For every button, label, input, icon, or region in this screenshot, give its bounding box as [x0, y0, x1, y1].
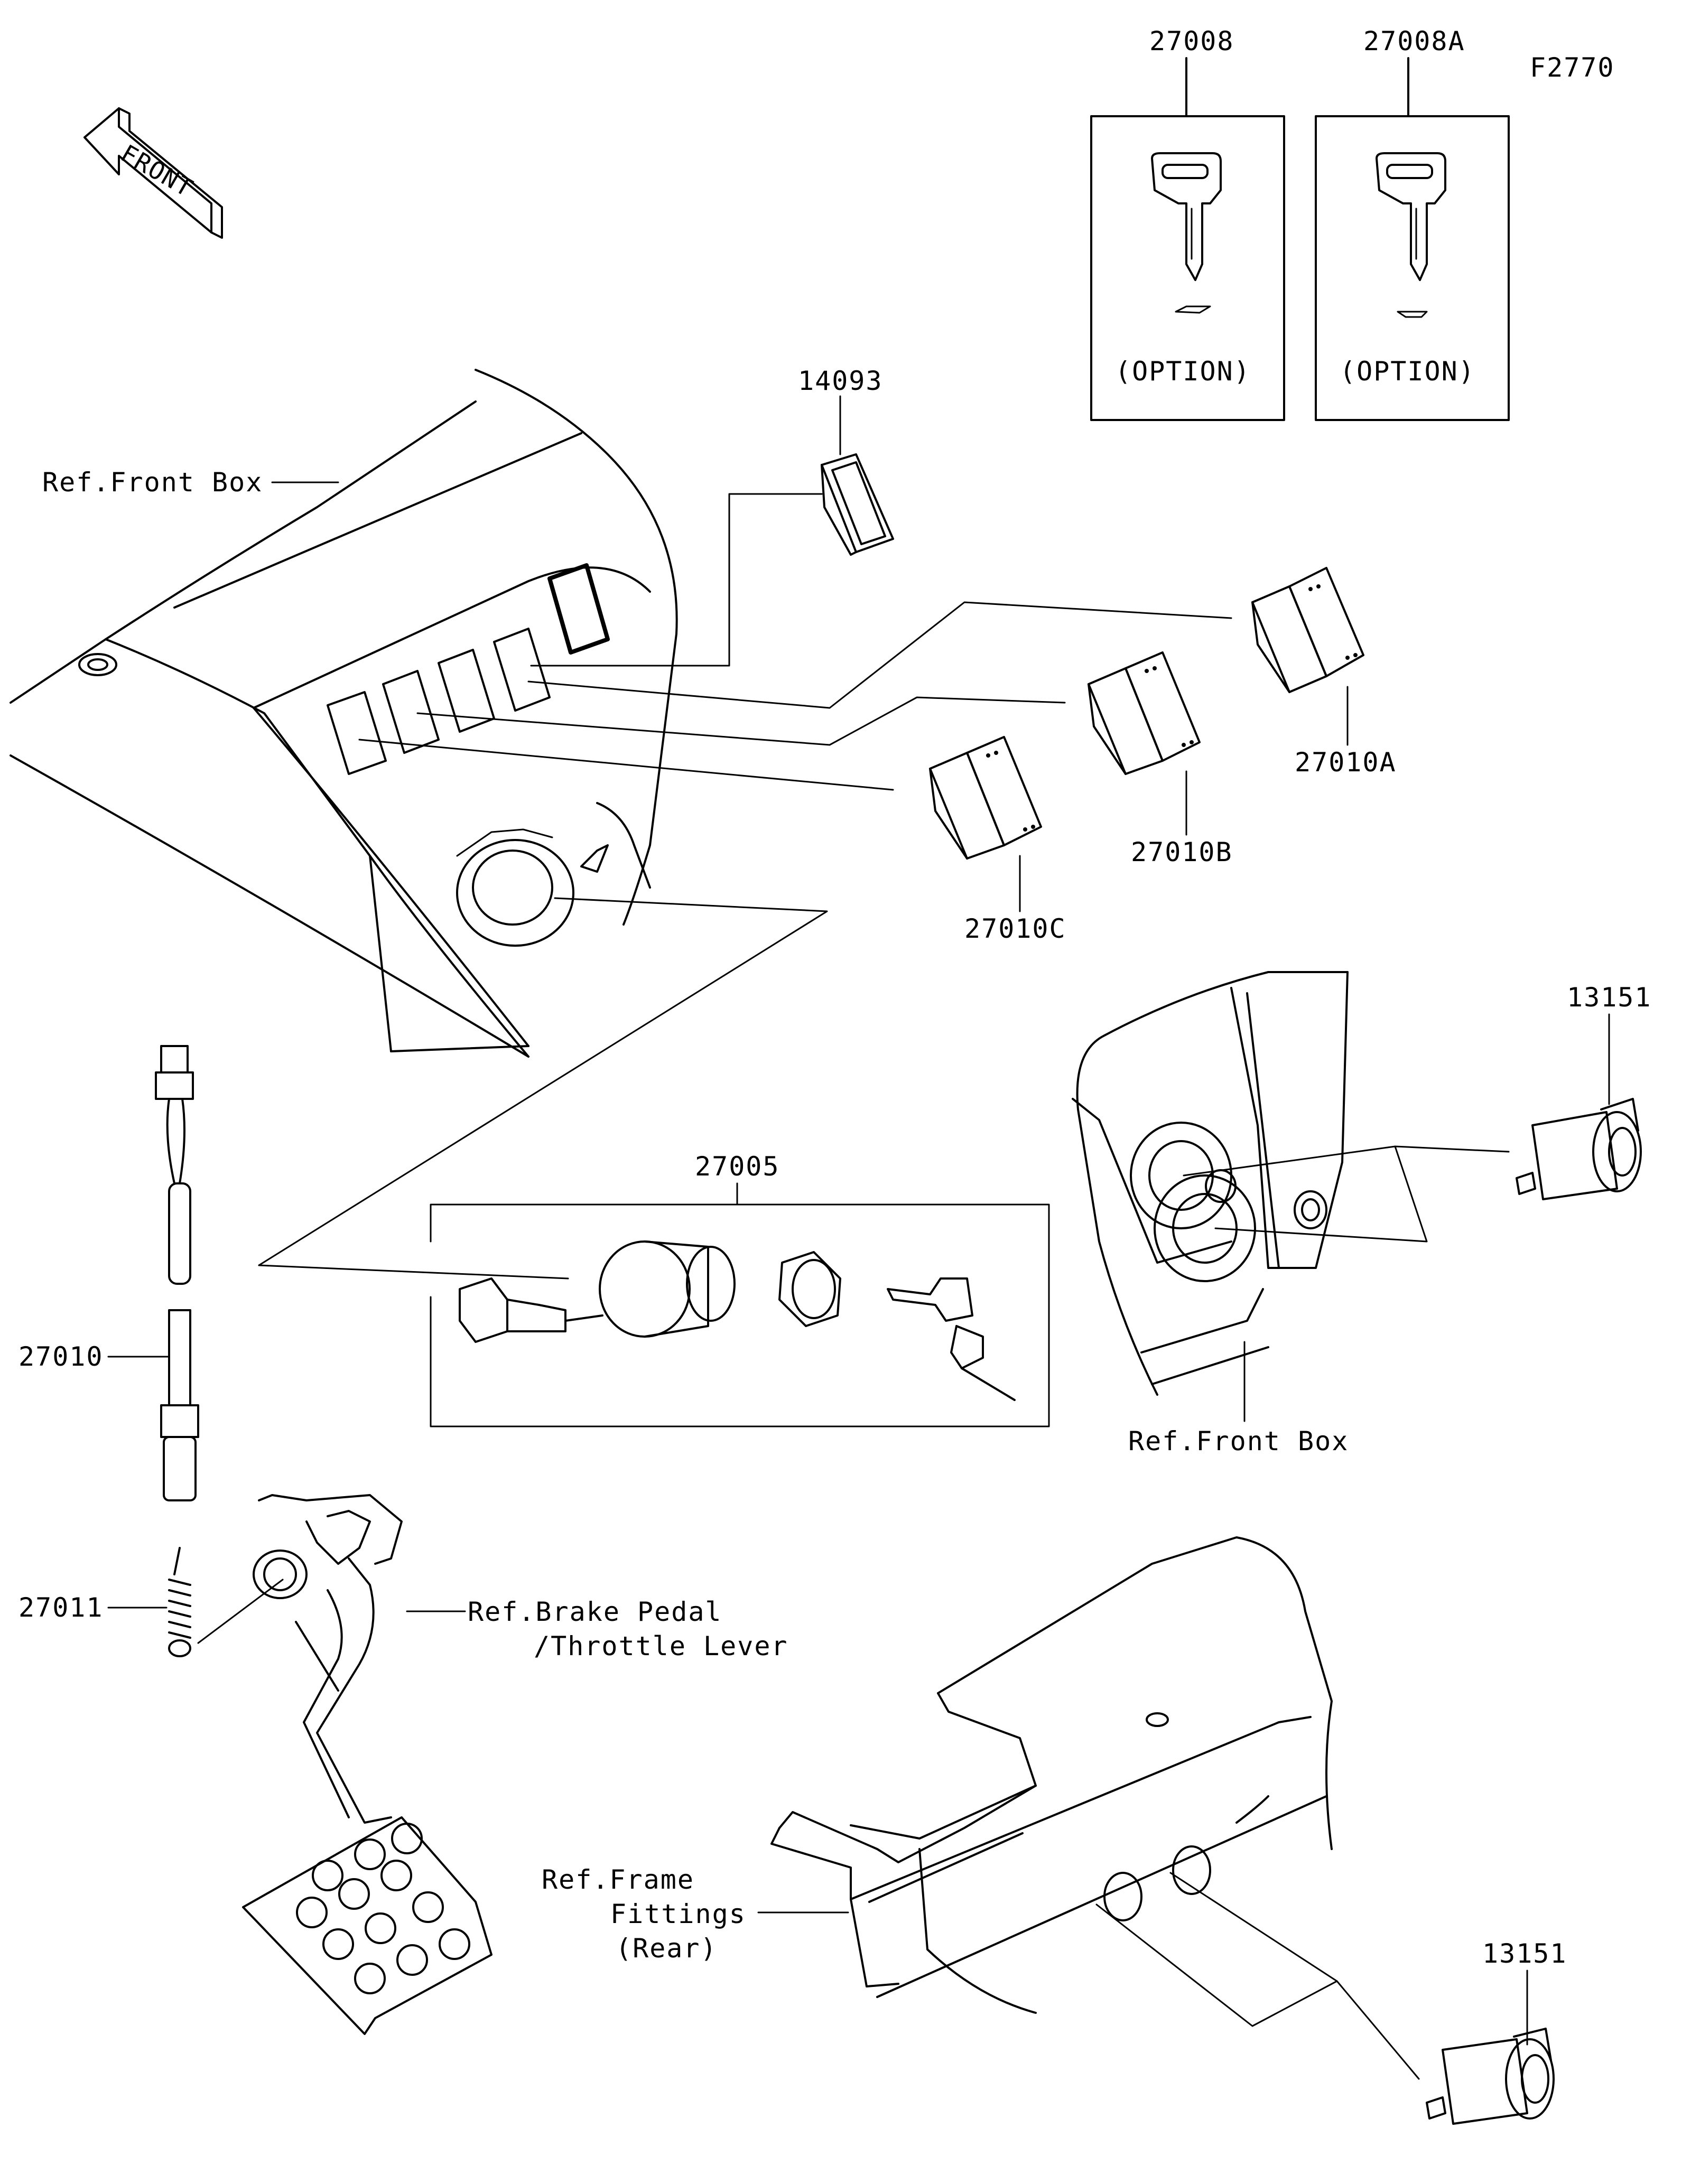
front-box-panel — [10, 369, 678, 1058]
part-label-27010B[interactable]: 27010B — [1131, 837, 1233, 867]
switch-27010A-icon — [1251, 567, 1364, 693]
nut-icon — [778, 1251, 841, 1327]
part-label-14093[interactable]: 14093 — [798, 366, 883, 396]
switch-27010B-icon — [1088, 651, 1201, 775]
option-label-left: (OPTION) — [1115, 356, 1251, 387]
rear-frame-fitting — [770, 1536, 1333, 2014]
ref-front-box-top[interactable]: Ref.Front Box — [42, 467, 263, 498]
ref-frame-line3[interactable]: (Rear) — [616, 1933, 718, 1964]
ref-frame-line2[interactable]: Fittings — [610, 1899, 746, 1929]
option-label-right: (OPTION) — [1340, 356, 1475, 387]
cover-14093-icon — [821, 453, 894, 556]
power-socket-icon — [1426, 2028, 1555, 2125]
ref-brake-pedal-line1[interactable]: Ref.Brake Pedal — [468, 1597, 722, 1627]
part-label-27008A[interactable]: 27008A — [1363, 26, 1465, 57]
part-label-13151-lower[interactable]: 13151 — [1482, 1938, 1567, 1969]
key-icon — [1376, 152, 1446, 281]
ignition-switch-icon — [459, 1240, 736, 1343]
front-box-socket-panel — [1072, 971, 1349, 1396]
ref-brake-pedal-line2[interactable]: /Throttle Lever — [534, 1631, 788, 1662]
figure-code: F2770 — [1530, 52, 1615, 83]
power-socket-icon — [1516, 1098, 1642, 1200]
key-27008A-box: 27008A (OPTION) — [1315, 26, 1510, 421]
part-label-27011[interactable]: 27011 — [18, 1592, 104, 1623]
part-label-27010[interactable]: 27010 — [18, 1341, 104, 1372]
part-label-27008[interactable]: 27008 — [1149, 26, 1234, 57]
key-icon — [1151, 152, 1222, 281]
part-label-27010C[interactable]: 27010C — [964, 913, 1066, 944]
brake-pedal-assembly — [242, 1494, 493, 2035]
front-label: FRONT — [116, 139, 199, 203]
switch-27010C-icon — [929, 736, 1042, 860]
key-set-icon — [887, 1277, 1016, 1401]
part-label-27010A[interactable]: 27010A — [1295, 747, 1397, 778]
part-label-13151-upper[interactable]: 13151 — [1567, 982, 1652, 1013]
ref-frame-line1[interactable]: Ref.Frame — [542, 1864, 694, 1895]
brake-switch-icon — [155, 1045, 199, 1501]
key-27008-box: 27008 (OPTION) — [1090, 26, 1285, 421]
ref-front-box-right[interactable]: Ref.Front Box — [1128, 1426, 1349, 1457]
part-label-27005[interactable]: 27005 — [695, 1151, 780, 1182]
spring-icon — [168, 1547, 191, 1657]
front-arrow-icon: FRONT — [83, 107, 223, 239]
